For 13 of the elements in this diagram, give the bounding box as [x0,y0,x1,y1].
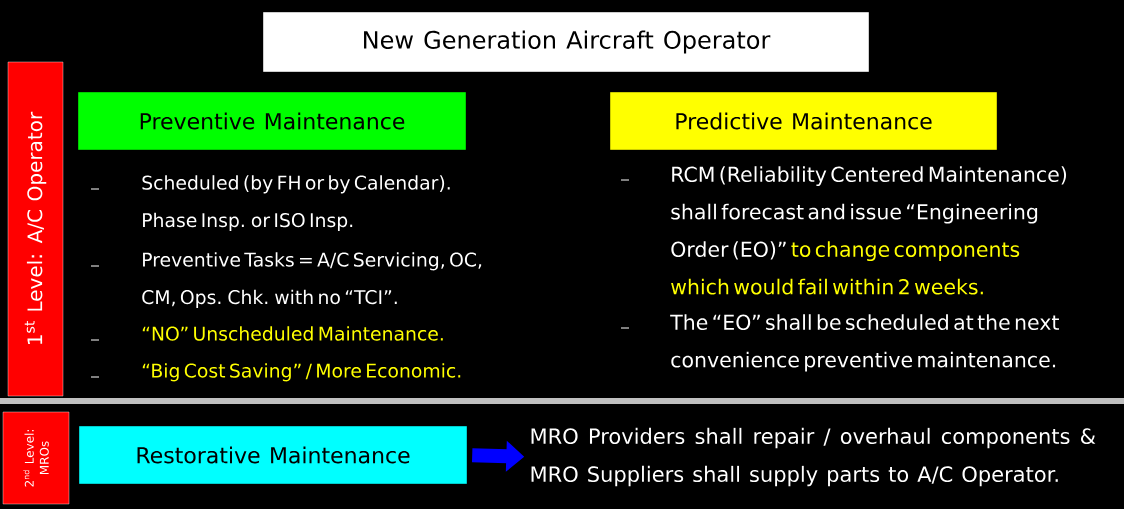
title-box: New Generation Aircraft Operator [262,11,870,73]
bullet-text: “NO” Unscheduled Maintenance. [142,326,443,341]
category-box: Preventive Maintenance [77,91,467,151]
bullet-text: Scheduled (by FH or by Calendar). Phase Insp. or ISO Insp. [142,175,450,231]
level-band: 2$^{nd}$ Level: MROs [2,411,70,505]
category-box: Restorative Maintenance [78,425,468,485]
bullet-text: “Big Cost Saving” / More Economic. [142,363,461,382]
bullet-text: The “EO” shall be scheduled at the next convenience preventive maintenance. [670,314,1059,372]
bullet-text: Preventive Tasks = A/C Servicing, OC, CM, Ops. Chk. with no “TCI”. [142,252,482,308]
level-band: 1$^{st}$ Level: A/C Operator [7,61,64,397]
bullet-text: RCM (Reliability Centered Maintenance) shall forecast and issue “Engineering Order (EO)” to change components which would fail within 2 weeks. [671,166,1067,295]
description-text: MRO Providers shall repair / overhaul components & MRO Suppliers shall supply parts to A/C Operator. [531,427,1096,487]
category-box: Predictive Maintenance [609,91,998,151]
